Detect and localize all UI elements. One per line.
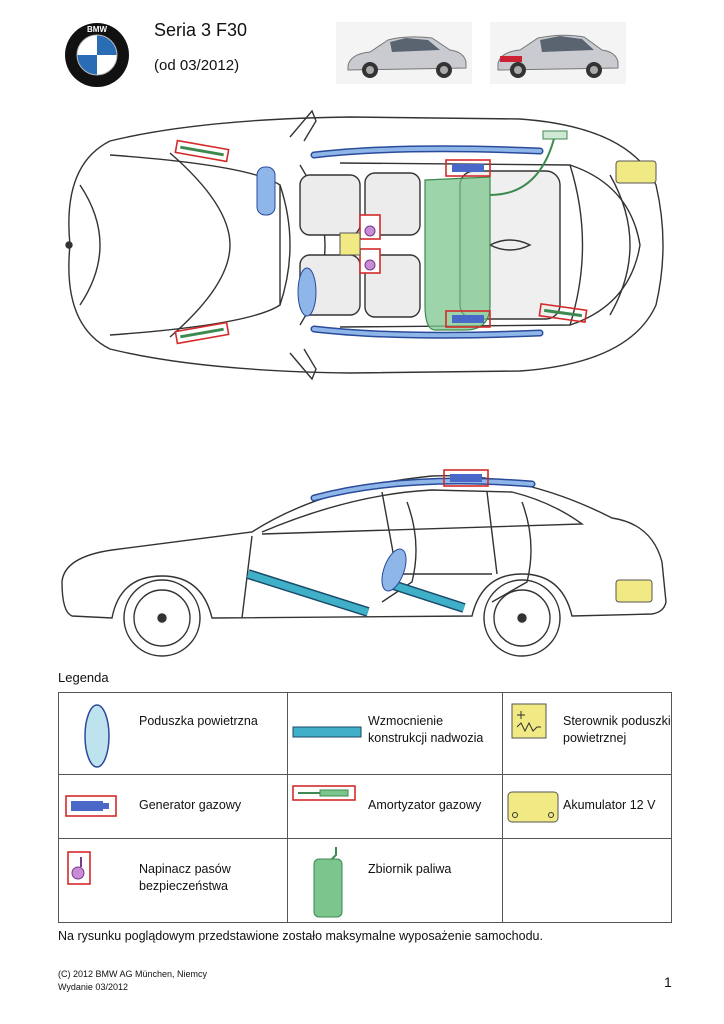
- logo-text: BMW: [87, 25, 107, 34]
- legend-label-battery: Akumulator 12 V: [563, 798, 656, 812]
- bmw-logo: BMW: [64, 22, 130, 88]
- page-subtitle: (od 03/2012): [154, 57, 240, 74]
- legend-cell-empty: [502, 838, 672, 923]
- legend-label-gas-generator: Generator gazowy: [139, 798, 242, 812]
- body-reinforcement-icon: [292, 726, 362, 738]
- car-rear-thumbnail: [490, 22, 626, 84]
- car-top-view-diagram: [50, 105, 680, 385]
- equipment-note: Na rysunku poglądowym przedstawione zost…: [58, 929, 543, 943]
- seatbelt-tensioner-icon: [67, 851, 91, 885]
- legend-cell-control-unit: Sterownik poduszki powietrznej: [502, 692, 672, 775]
- car-front-thumbnail: [336, 22, 472, 84]
- page-number: 1: [664, 974, 672, 990]
- legend-cell-gas-generator: Generator gazowy: [58, 774, 288, 839]
- airbag-control-unit-icon: [511, 703, 547, 739]
- car-side-view-diagram: [52, 462, 682, 667]
- legend-cell-fuel-tank: Zbiornik paliwa: [287, 838, 503, 923]
- gas-strut-icon: [292, 785, 356, 801]
- fuel-tank-icon: [313, 847, 343, 918]
- legend-label-control-unit: Sterownik poduszki powietrznej: [563, 714, 671, 745]
- legend-cell-gas-strut: Amortyzator gazowy: [287, 774, 503, 839]
- legend-cell-airbag: Poduszka powietrzna: [58, 692, 288, 775]
- legend-label-reinforcement: Wzmocnienie konstrukcji nadwozia: [368, 714, 484, 745]
- legend-table: Poduszka powietrzna Wzmocnienie konstruk…: [58, 692, 672, 923]
- battery-12v-icon: [507, 791, 559, 823]
- legend-cell-tensioner: Napinacz pasów bezpieczeństwa: [58, 838, 288, 923]
- airbag-icon: [84, 704, 110, 768]
- legend-label-tensioner: Napinacz pasów bezpieczeństwa: [139, 862, 231, 893]
- legend-label-fuel-tank: Zbiornik paliwa: [368, 862, 452, 876]
- page-title: Seria 3 F30: [154, 20, 248, 40]
- edition-text: Wydanie 03/2012: [58, 982, 128, 992]
- legend-heading: Legenda: [58, 670, 109, 685]
- legend-cell-reinforcement: Wzmocnienie konstrukcji nadwozia: [287, 692, 503, 775]
- gas-generator-icon: [65, 795, 117, 817]
- copyright-text: (C) 2012 BMW AG München, Niemcy: [58, 969, 208, 979]
- legend-label-gas-strut: Amortyzator gazowy: [368, 798, 482, 812]
- legend-label-airbag: Poduszka powietrzna: [139, 714, 258, 728]
- legend-cell-battery: Akumulator 12 V: [502, 774, 672, 839]
